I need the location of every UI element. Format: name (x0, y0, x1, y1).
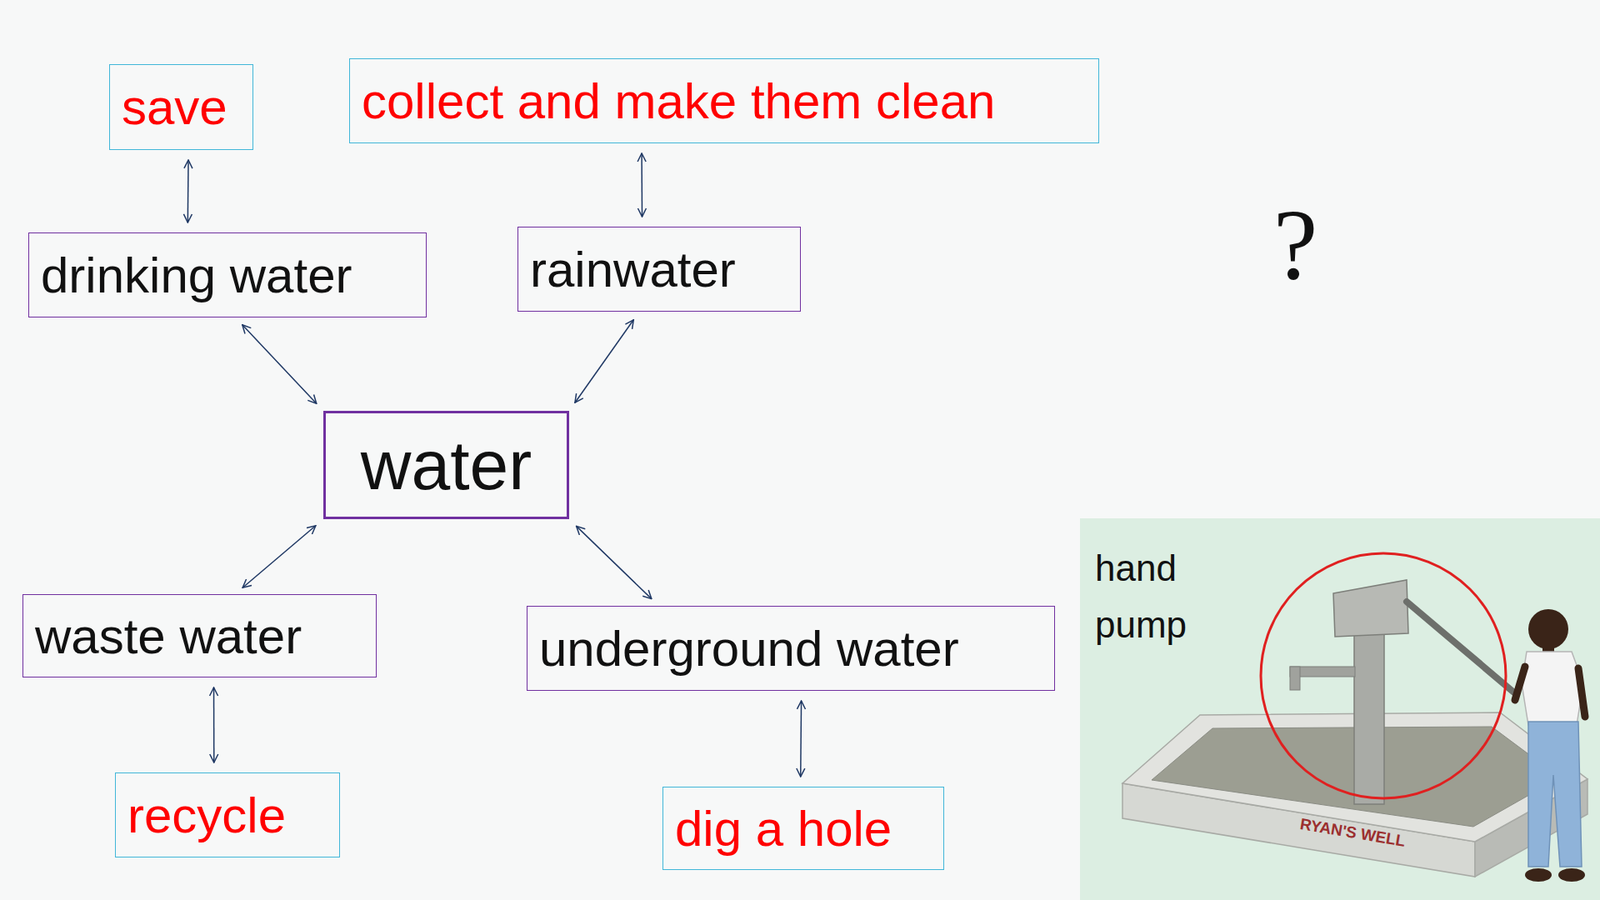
central-topic-box: water (323, 410, 570, 520)
node-text: waste water (35, 607, 302, 665)
double-arrow (640, 153, 643, 217)
topic-box: rainwater (517, 226, 801, 312)
topic-box: waste water (22, 594, 377, 678)
pump-spout-tip (1290, 666, 1300, 690)
double-arrow (242, 525, 316, 588)
double-arrow (187, 160, 190, 223)
boy-foot (1558, 868, 1585, 882)
boy-shirt (1521, 651, 1584, 725)
node-text: dig a hole (675, 800, 892, 858)
double-arrow (800, 700, 802, 777)
boy-arm (1515, 666, 1525, 700)
node-text: rainwater (530, 240, 736, 299)
pump-handle (1406, 601, 1515, 694)
boy-arm (1578, 668, 1585, 717)
highlight-circle (1260, 553, 1506, 799)
action-box: collect and make them clean (349, 58, 1100, 144)
boy-foot (1525, 868, 1552, 882)
node-text: underground water (539, 620, 960, 678)
topic-box: drinking water (28, 232, 427, 318)
well-inscription: RYAN'S WELL (1298, 815, 1407, 851)
double-arrow (242, 325, 317, 405)
action-box: dig a hole (662, 786, 945, 870)
picture-panel (1080, 518, 1600, 900)
topic-box: underground water (526, 605, 1055, 691)
boy-head (1528, 609, 1569, 650)
node-text: save (121, 78, 228, 136)
double-arrow (213, 687, 215, 763)
action-box: save (109, 64, 254, 150)
pump-head (1333, 580, 1409, 637)
pump-column (1354, 616, 1385, 805)
double-arrow (575, 320, 634, 403)
node-text: recycle (127, 786, 286, 845)
action-box: recycle (115, 772, 340, 858)
node-text: collect and make them clean (361, 72, 995, 130)
boy-jeans (1528, 721, 1582, 867)
question-mark: ? (1273, 190, 1318, 300)
node-text: drinking water (40, 246, 353, 305)
double-arrow (576, 525, 652, 599)
node-text: water (360, 425, 532, 506)
boy-figure (1515, 609, 1585, 882)
hand-pump-label: hand pump (1095, 540, 1204, 654)
well-illustration (1122, 553, 1588, 877)
